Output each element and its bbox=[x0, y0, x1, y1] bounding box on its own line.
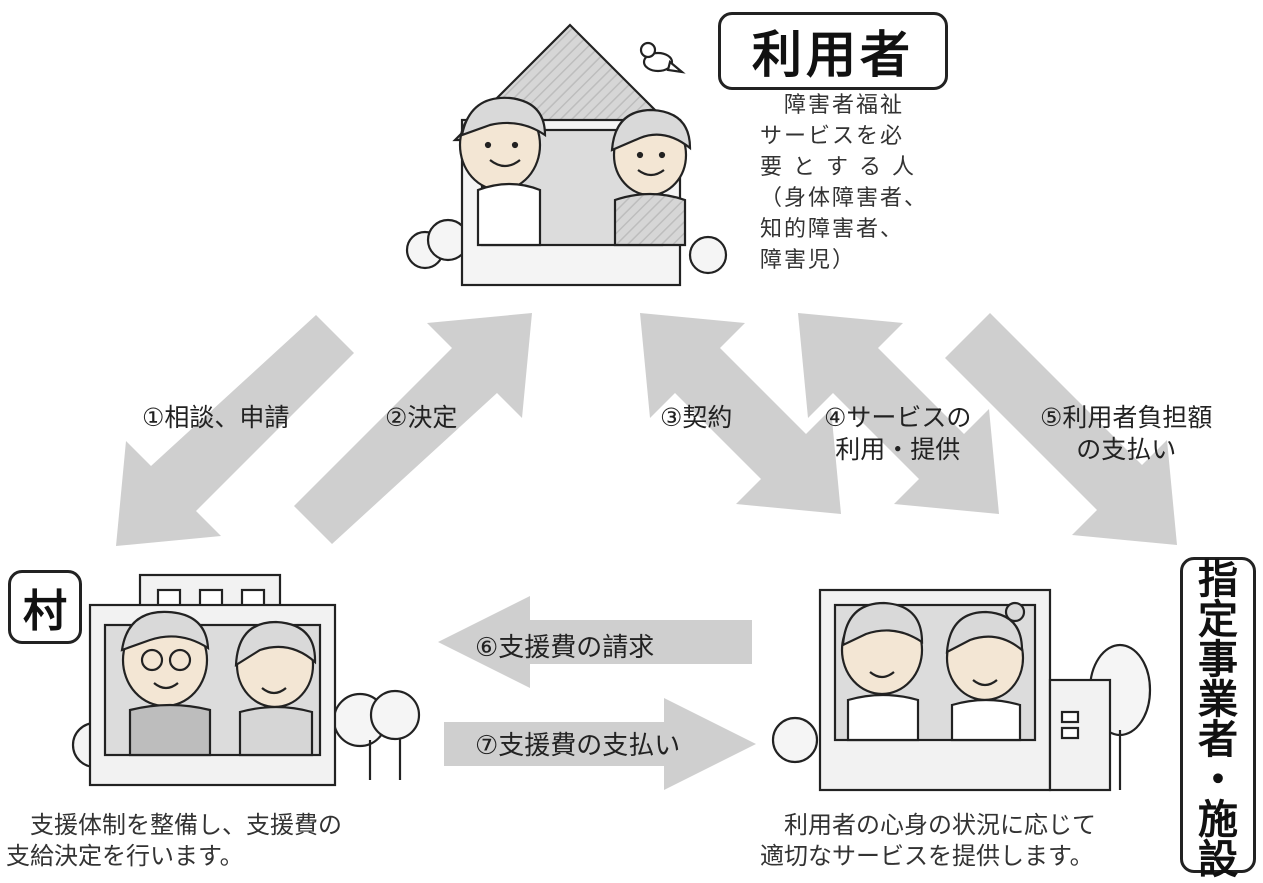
provider-label-char: 者 bbox=[1198, 717, 1238, 763]
user-label: 利用者 bbox=[718, 12, 948, 90]
flow-step-consultation: ①相談、申請 bbox=[142, 403, 290, 432]
flow-step-contract: ③契約 bbox=[660, 403, 733, 432]
provider-label-char: 事 bbox=[1198, 637, 1238, 683]
arrow-service bbox=[798, 313, 999, 514]
arrow-payment-user bbox=[945, 313, 1177, 545]
arrow-decision bbox=[294, 313, 532, 544]
village-building-illustration bbox=[71, 573, 421, 787]
user-description: 障害者福祉 サービスを必 要 と す る 人 （身体障害者、 知的障害者、 障害… bbox=[760, 93, 929, 273]
village-description: 支援体制を整備し、支援費の 支給決定を行います。 bbox=[6, 811, 342, 870]
provider-label-char: 施 bbox=[1198, 797, 1238, 843]
provider-label-char: 指 bbox=[1198, 557, 1238, 603]
provider-facility-illustration bbox=[771, 588, 1152, 792]
provider-label-char: 定 bbox=[1198, 597, 1238, 643]
village-label: 村 bbox=[8, 570, 82, 644]
flow-step-claim: ⑥支援費の請求 bbox=[475, 633, 655, 663]
provider-label-char: ・ bbox=[1198, 757, 1238, 803]
provider-description: 利用者の心身の状況に応じて 適切なサービスを提供します。 bbox=[760, 811, 1096, 870]
user-house-illustration bbox=[405, 23, 728, 287]
arrow-consultation bbox=[116, 315, 354, 546]
provider-label-char: 設 bbox=[1198, 837, 1238, 883]
provider-label: 指 定 事 業 者 ・ 施 設 bbox=[1180, 557, 1256, 880]
arrow-payment-village bbox=[444, 698, 756, 790]
flow-step-user-payment: ⑤利用者負担額 の支払い bbox=[1040, 403, 1213, 464]
arrow-claim bbox=[438, 596, 752, 688]
flow-step-support-payment: ⑦支援費の支払い bbox=[475, 731, 681, 761]
flow-step-decision: ②決定 bbox=[385, 403, 458, 432]
provider-label-char: 業 bbox=[1198, 677, 1238, 723]
arrow-contract bbox=[640, 313, 841, 514]
flow-step-service: ④サービスの 利用・提供 bbox=[824, 403, 972, 464]
